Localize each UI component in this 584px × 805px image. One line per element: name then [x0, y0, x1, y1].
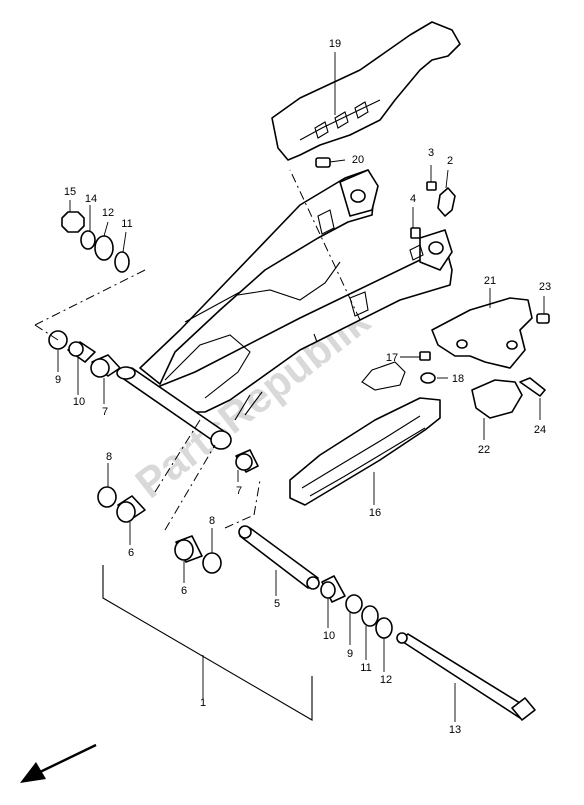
callout-21: 21 — [484, 275, 496, 287]
callout-3: 3 — [428, 147, 434, 159]
callout-8-right: 8 — [209, 515, 215, 527]
leader-lines — [57, 52, 545, 722]
callout-19: 19 — [329, 38, 341, 50]
callout-9-left: 9 — [55, 374, 61, 386]
callout-24: 24 — [534, 424, 546, 436]
callout-18: 18 — [452, 373, 464, 385]
callout-12-upper: 12 — [102, 207, 114, 219]
callout-14: 14 — [85, 193, 97, 205]
callout-2: 2 — [447, 155, 453, 167]
callout-10-right: 10 — [323, 630, 335, 642]
callout-7-left: 7 — [102, 406, 108, 418]
callout-9-right: 9 — [347, 648, 353, 660]
swingarm — [116, 169, 453, 450]
callout-12-right: 12 — [380, 674, 392, 686]
callout-16: 16 — [369, 507, 381, 519]
callout-15: 15 — [64, 186, 76, 198]
callout-8-left: 8 — [106, 451, 112, 463]
front-direction-arrow-icon — [20, 743, 97, 783]
callout-11-right: 11 — [360, 662, 371, 674]
bracket-assembly — [431, 297, 533, 419]
hardware — [48, 157, 550, 721]
callout-20: 20 — [352, 154, 364, 166]
callout-5: 5 — [274, 598, 280, 610]
chain-guide — [289, 361, 441, 506]
guide-lines — [34, 169, 361, 531]
callout-17: 17 — [386, 352, 398, 364]
callout-13: 13 — [449, 724, 461, 736]
assembly-bracket — [102, 565, 313, 721]
callout-4: 4 — [410, 193, 416, 205]
callout-22: 22 — [478, 444, 490, 456]
callout-11-upper: 11 — [121, 218, 132, 230]
callout-10-left: 10 — [73, 396, 85, 408]
callout-7-right: 7 — [236, 485, 242, 497]
chain-case — [271, 21, 461, 161]
callout-labels: 19 20 3 2 4 21 23 17 18 24 22 16 15 14 1… — [55, 38, 551, 736]
callout-23: 23 — [539, 281, 551, 293]
callout-6-right: 6 — [181, 585, 187, 597]
callout-6-left: 6 — [128, 547, 134, 559]
callout-1: 1 — [200, 697, 206, 709]
